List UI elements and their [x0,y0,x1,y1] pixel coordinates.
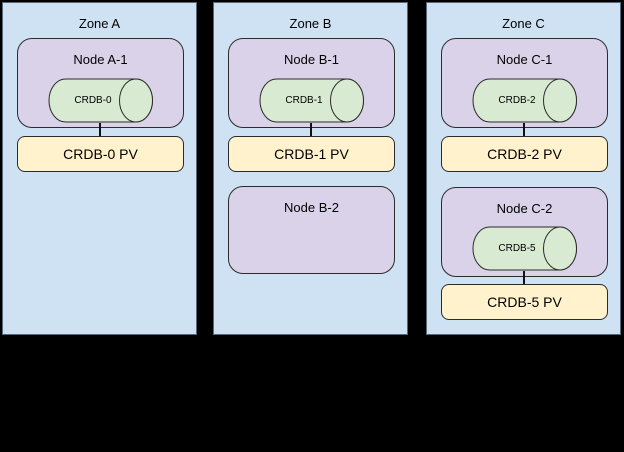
zone-b: Zone B Node B-1 CRDB-1 CRDB-1 PV Node B-… [213,2,408,335]
node-c-1-title: Node C-1 [496,52,553,67]
node-b-1-title: Node B-1 [284,52,339,67]
pv-crdb-0: CRDB-0 PV [17,136,184,172]
node-a-1-title: Node A-1 [73,52,128,67]
cylinder-crdb-0-label: CRDB-0 [74,95,112,106]
cylinder-crdb-1-label: CRDB-1 [285,95,323,106]
cylinder-crdb-5: CRDB-5 [472,226,577,271]
connector-line [99,123,101,136]
connector-line [523,271,525,284]
cylinder-crdb-1: CRDB-1 [259,78,364,123]
database-cylinder-icon [259,78,364,123]
database-cylinder-icon [472,78,577,123]
database-cylinder-icon [472,226,577,271]
node-c-2-title: Node C-2 [496,201,553,216]
cylinder-crdb-2: CRDB-2 [472,78,577,123]
zone-b-title: Zone B [289,16,332,31]
connector-line [310,123,312,136]
database-cylinder-icon [48,78,153,123]
node-b-2-title: Node B-2 [284,200,339,215]
cylinder-crdb-0: CRDB-0 [48,78,153,123]
zone-a: Zone A Node A-1 CRDB-0 CRDB-0 PV [2,2,197,335]
pv-crdb-5: CRDB-5 PV [441,284,608,320]
connector-line [523,123,525,136]
cylinder-crdb-2-label: CRDB-2 [498,95,536,106]
pv-crdb-1: CRDB-1 PV [228,136,395,172]
zone-c-title: Zone C [502,16,545,31]
node-b-2: Node B-2 [228,186,395,274]
zone-a-title: Zone A [78,16,121,31]
pv-crdb-2: CRDB-2 PV [441,136,608,172]
cylinder-crdb-5-label: CRDB-5 [498,243,536,254]
zone-c: Zone C Node C-1 CRDB-2 CRDB-2 PV Node C-… [426,2,621,335]
